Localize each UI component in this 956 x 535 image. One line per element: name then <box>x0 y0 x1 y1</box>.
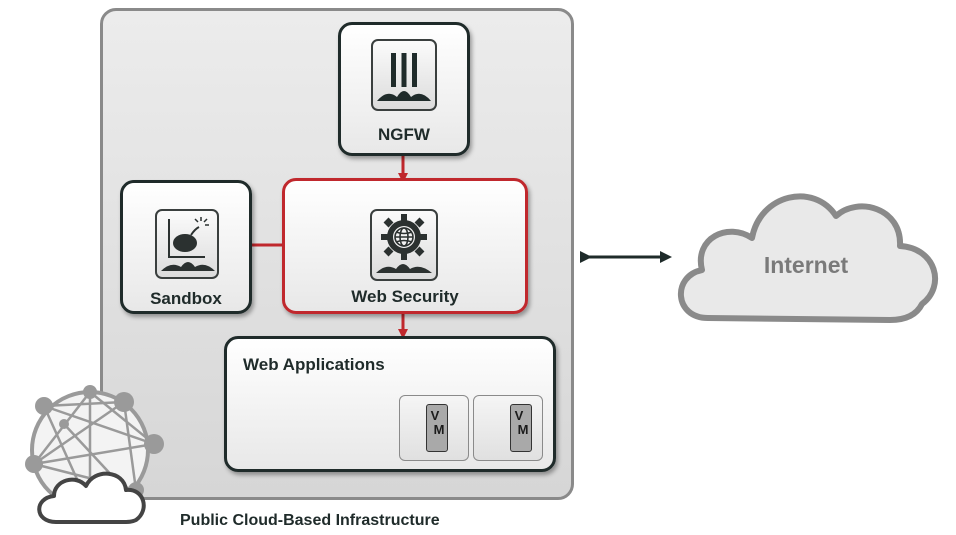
network-globe-icon <box>25 385 164 524</box>
sandbox-node: Sandbox <box>120 180 252 314</box>
gear-globe-icon <box>370 209 438 281</box>
internet-label: Internet <box>763 252 849 278</box>
ngfw-label: NGFW <box>378 125 430 144</box>
sandbox-label: Sandbox <box>150 289 222 308</box>
vm-card: V M <box>473 395 543 461</box>
web-security-node: Web Security <box>282 178 528 314</box>
web-applications-label: Web Applications <box>243 355 385 374</box>
vm-card: V M <box>399 395 469 461</box>
bomb-icon <box>155 209 219 279</box>
ngfw-node: NGFW <box>338 22 470 156</box>
vm-icon: V M <box>510 404 532 452</box>
infrastructure-label: Public Cloud-Based Infrastructure <box>180 512 440 529</box>
internet-cloud-icon <box>677 193 939 323</box>
web-applications-node: Web Applications V M V M <box>224 336 556 472</box>
web-security-label: Web Security <box>351 287 459 306</box>
vm-icon: V M <box>426 404 448 452</box>
firewall-icon <box>371 39 437 111</box>
